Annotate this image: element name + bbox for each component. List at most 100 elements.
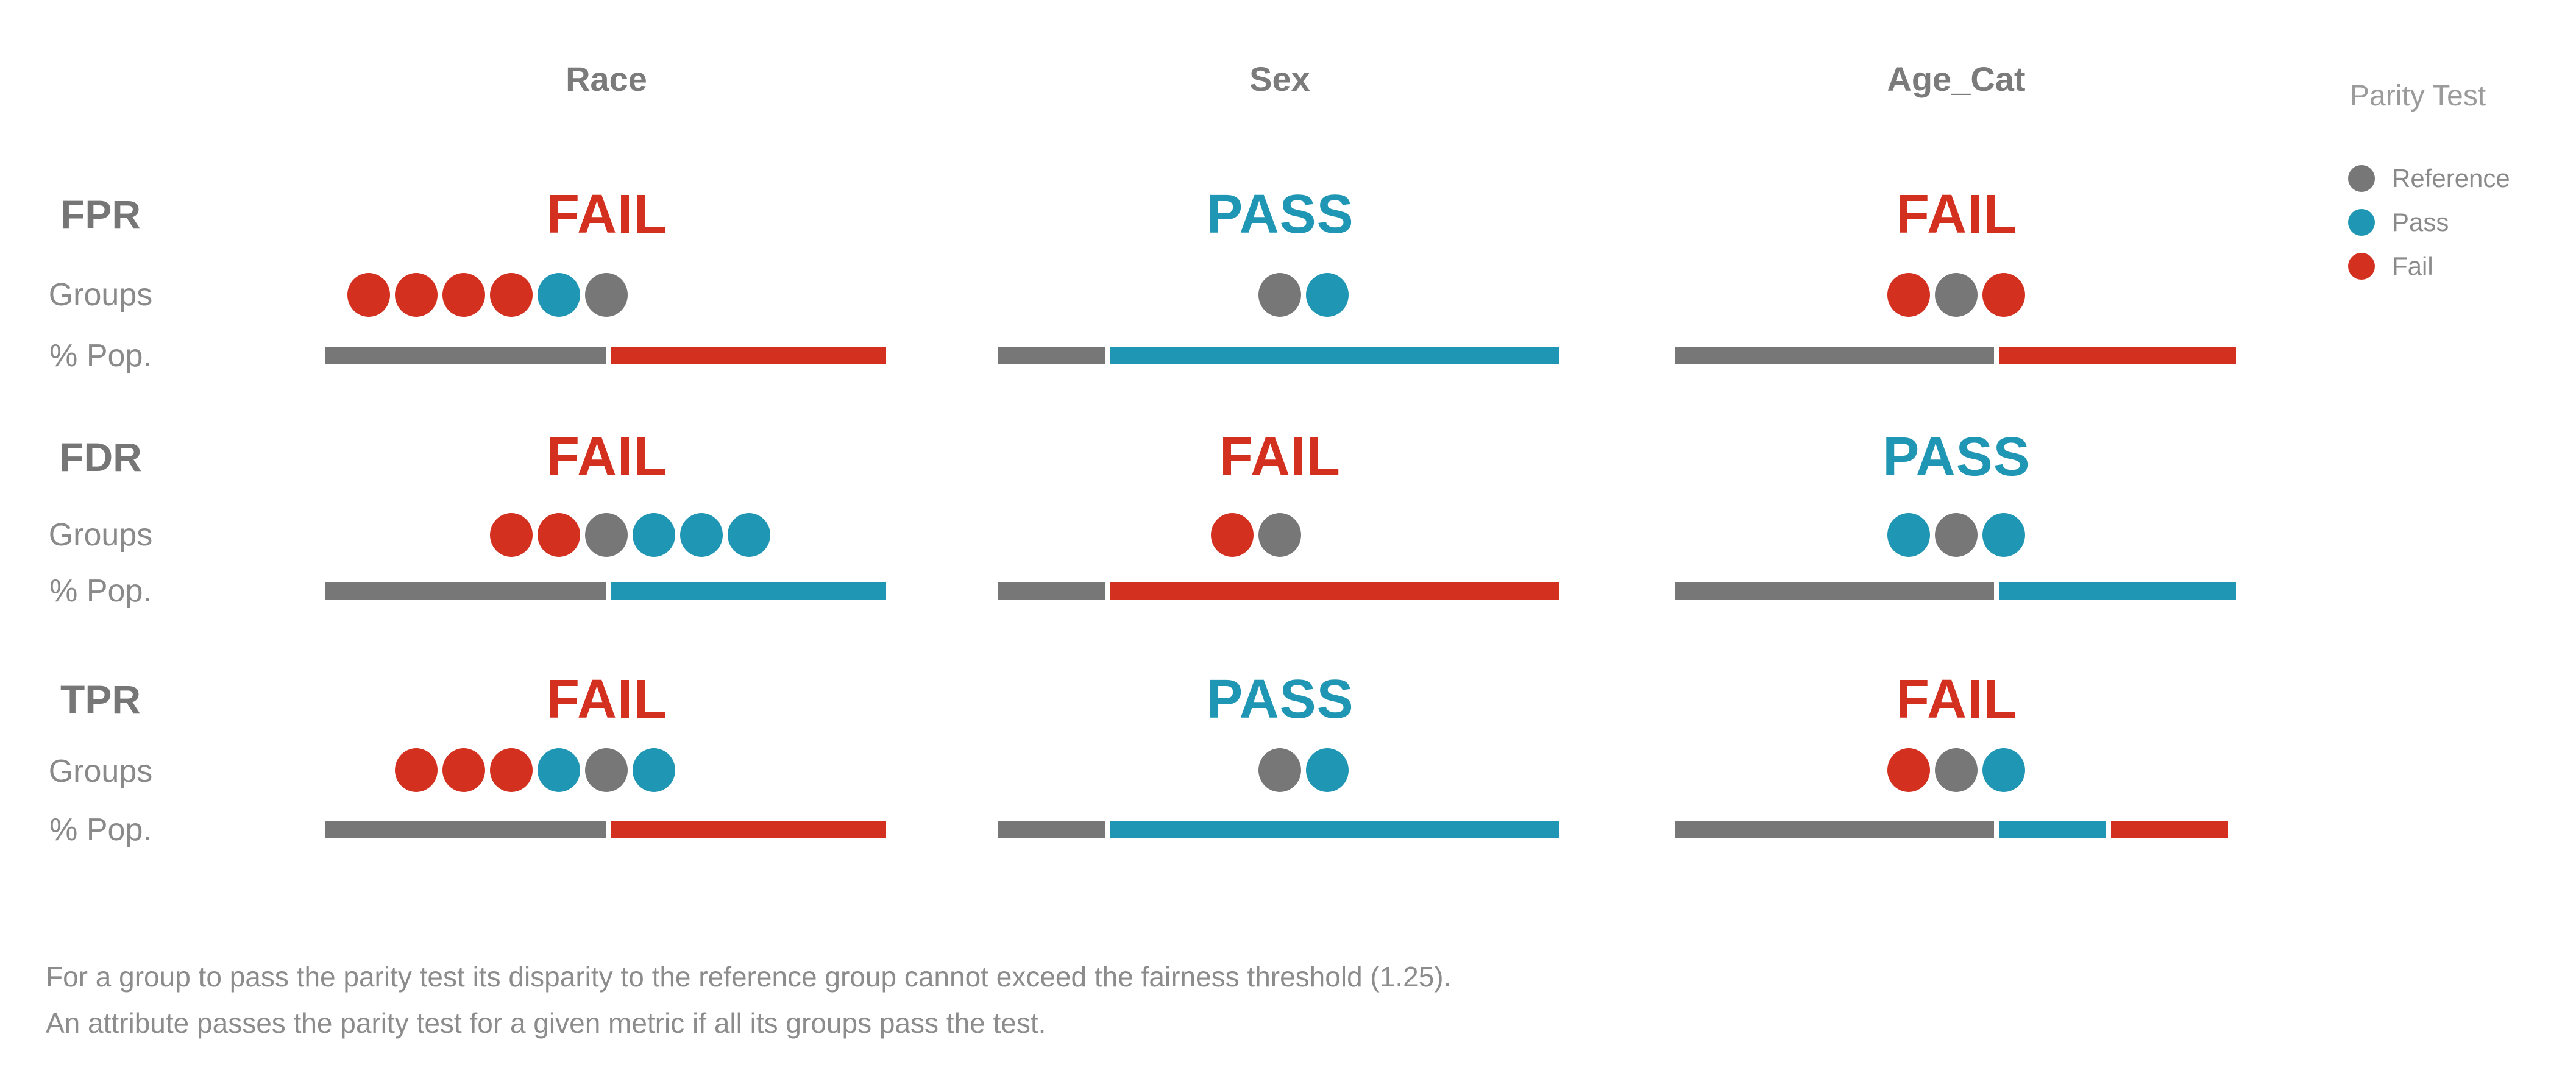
footnote-line-2: An attribute passes the parity test for … [46,1007,1046,1039]
population-bar-segment-fail [1999,347,2236,364]
population-bar-segment-pass [1999,582,2236,600]
group-dot-fail [1887,273,1930,317]
legend-fail-dot-icon [2348,253,2375,280]
group-dot-ref [585,748,628,792]
group-dot-ref [1935,273,1978,317]
group-dot-pass [1982,748,2025,792]
attribute-header-age-cat: Age_Cat [1887,60,2026,98]
group-dot-fail [395,748,438,792]
parity-result-text: FAIL [1896,669,2017,730]
population-bar-segment-fail [2111,821,2229,838]
population-bar-segment-fail [611,821,886,838]
attribute-header-race: Race [566,60,647,98]
group-dot-fail [1887,748,1930,792]
group-dot-pass [538,748,580,792]
legend-reference-dot-icon [2348,165,2375,192]
group-dots [998,668,1562,899]
legend-pass-dot-icon [2348,209,2375,236]
population-bar-segment-pass [1110,347,1559,364]
parity-cell-fpr-sex: PASS [998,183,1562,414]
parity-result-text: FAIL [546,184,667,245]
legend-label-reference: Reference [2392,164,2510,193]
population-bar-segment-fail [611,347,886,364]
group-dots [325,183,889,414]
group-dot-fail [490,273,533,317]
population-bar-segment-pass [1999,821,2107,838]
parity-result-text: FAIL [546,669,667,730]
group-dot-ref [1935,748,1978,792]
parity-cell-fpr-race: FAIL [325,183,889,414]
population-bar-segment-ref [1675,347,1995,364]
parity-cell-tpr-race: FAIL [325,668,889,899]
pop-row-label: % Pop. [49,812,152,848]
group-dot-fail [442,273,485,317]
population-bar-segment-pass [611,582,886,600]
pop-row-label: % Pop. [49,338,152,374]
group-dot-pass [728,513,770,557]
group-dots [998,425,1562,657]
parity-result-text: FAIL [1219,427,1341,487]
population-bar [998,821,1562,838]
group-dot-pass [1306,273,1349,317]
population-bar [1675,582,2238,600]
population-bar [1675,347,2238,364]
population-bar-segment-ref [325,582,606,600]
population-bar-segment-ref [325,347,606,364]
population-bar-segment-ref [325,821,606,838]
legend-label-pass: Pass [2392,208,2449,236]
population-bar-segment-ref [1675,821,1995,838]
group-dots [1675,183,2238,414]
group-dot-fail [395,273,438,317]
group-dot-pass [1306,748,1349,792]
footnote-line-1: For a group to pass the parity test its … [46,961,1452,993]
metric-label-tpr: TPR [60,677,141,722]
parity-cell-fpr-age-cat: FAIL [1675,183,2238,414]
group-dot-fail [490,748,533,792]
parity-cell-fdr-age-cat: PASS [1675,425,2238,657]
group-dots [325,425,889,657]
group-dot-pass [633,513,675,557]
population-bar-segment-ref [998,347,1105,364]
legend-label-fail: Fail [2392,252,2433,280]
population-bar [1675,821,2238,838]
population-bar [325,821,889,838]
population-bar-segment-ref [998,582,1105,600]
group-dot-ref [1258,273,1301,317]
group-dot-fail [1982,273,2025,317]
group-dot-pass [633,748,675,792]
population-bar [325,347,889,364]
parity-cell-tpr-age-cat: FAIL [1675,668,2238,899]
group-dot-ref [585,513,628,557]
legend-title: Parity Test [2350,80,2486,112]
group-dot-fail [347,273,390,317]
population-bar-segment-pass [1110,821,1559,838]
attribute-header-sex: Sex [1249,60,1310,98]
parity-result-text: PASS [1206,184,1354,245]
metric-label-fpr: FPR [60,192,141,237]
group-dots [1675,668,2238,899]
group-dot-pass [538,273,580,317]
group-dots [998,183,1562,414]
population-bar-segment-ref [1675,582,1995,600]
group-dot-pass [680,513,723,557]
groups-row-label: Groups [48,517,153,553]
population-bar-segment-ref [998,821,1105,838]
group-dot-pass [1887,513,1930,557]
parity-result-text: PASS [1882,427,2031,487]
group-dot-ref [585,273,628,317]
parity-result-text: FAIL [546,427,667,487]
parity-result-text: FAIL [1896,184,2017,245]
group-dot-pass [1982,513,2025,557]
group-dot-fail [538,513,580,557]
group-dot-fail [490,513,533,557]
groups-row-label: Groups [48,277,153,313]
group-dot-fail [1211,513,1254,557]
groups-row-label: Groups [48,754,153,789]
pop-row-label: % Pop. [49,573,152,609]
group-dot-ref [1258,513,1301,557]
population-bar [998,582,1562,600]
parity-cell-fdr-race: FAIL [325,425,889,657]
population-bar-segment-fail [1110,582,1559,600]
group-dots [1675,425,2238,657]
